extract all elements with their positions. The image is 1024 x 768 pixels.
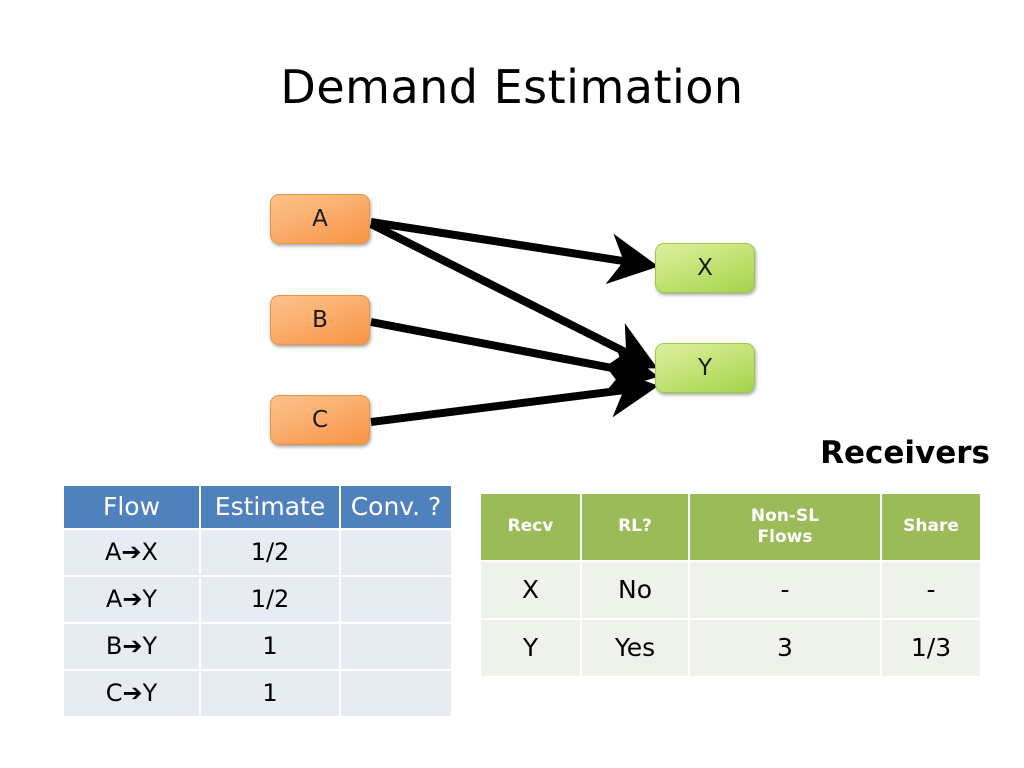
diagram-node-a[interactable]: A [270,194,370,244]
edge-b-to-y [370,318,659,393]
diagram-node-a-label: A [312,206,328,232]
receivers-table-header-nonsl: Non-SL Flows [690,494,880,560]
flow-cell: A➔X [64,530,199,575]
table-row: X No - - [481,562,980,618]
diagram-node-x[interactable]: X [655,243,755,293]
flow-table: Flow Estimate Conv. ? A➔X 1/2 A➔Y 1/2 B➔… [62,484,453,718]
diagram-node-b[interactable]: B [270,295,370,345]
flow-table-header-flow: Flow [64,486,199,528]
diagram-node-c[interactable]: C [270,395,370,445]
flow-cell: C➔Y [64,671,199,716]
receivers-table-header-recv: Recv [481,494,580,560]
rl-cell: Yes [582,620,688,676]
diagram-node-c-label: C [311,407,329,433]
edge-a-to-y [369,220,658,369]
table-row: A➔X 1/2 [64,530,451,575]
flow-table-header-estimate: Estimate [201,486,339,528]
estimate-cell: 1 [201,624,339,669]
table-row: B➔Y 1 [64,624,451,669]
table-row: A➔Y 1/2 [64,577,451,622]
rl-cell: No [582,562,688,618]
share-cell: 1/3 [882,620,980,676]
conv-cell [341,530,451,575]
flow-table-header-row: Flow Estimate Conv. ? [64,486,451,528]
nonsl-cell: 3 [690,620,880,676]
edge-a-to-x [370,218,659,285]
table-row: Y Yes 3 1/3 [481,620,980,676]
diagram-node-y-label: Y [697,355,713,381]
nonsl-cell: - [690,562,880,618]
receivers-table-header-nonsl-line1: Non-SL [750,505,820,526]
table-row: C➔Y 1 [64,671,451,716]
receivers-table-header-share: Share [882,494,980,560]
diagram-node-y[interactable]: Y [655,343,755,393]
page-title: Demand Estimation [280,60,744,114]
share-cell: - [882,562,980,618]
flow-table-header-conv: Conv. ? [341,486,451,528]
edge-c-to-y [370,366,659,426]
receivers-table-header-rl: RL? [582,494,688,560]
flow-diagram: A B C X Y [270,194,755,445]
receivers-table: Recv RL? Non-SL Flows Share X No - - Y Y… [479,492,982,678]
conv-cell [341,671,451,716]
arrow-layer [369,218,659,426]
flow-cell: A➔Y [64,577,199,622]
estimate-cell: 1/2 [201,530,339,575]
diagram-node-b-label: B [312,307,328,333]
flow-cell: B➔Y [64,624,199,669]
recv-cell: Y [481,620,580,676]
recv-cell: X [481,562,580,618]
estimate-cell: 1/2 [201,577,339,622]
estimate-cell: 1 [201,671,339,716]
diagram-node-x-label: X [697,255,713,281]
receivers-table-header-row: Recv RL? Non-SL Flows Share [481,494,980,560]
conv-cell [341,624,451,669]
receivers-caption: Receivers [820,435,990,471]
conv-cell [341,577,451,622]
receivers-table-header-nonsl-line2: Flows [757,527,813,547]
